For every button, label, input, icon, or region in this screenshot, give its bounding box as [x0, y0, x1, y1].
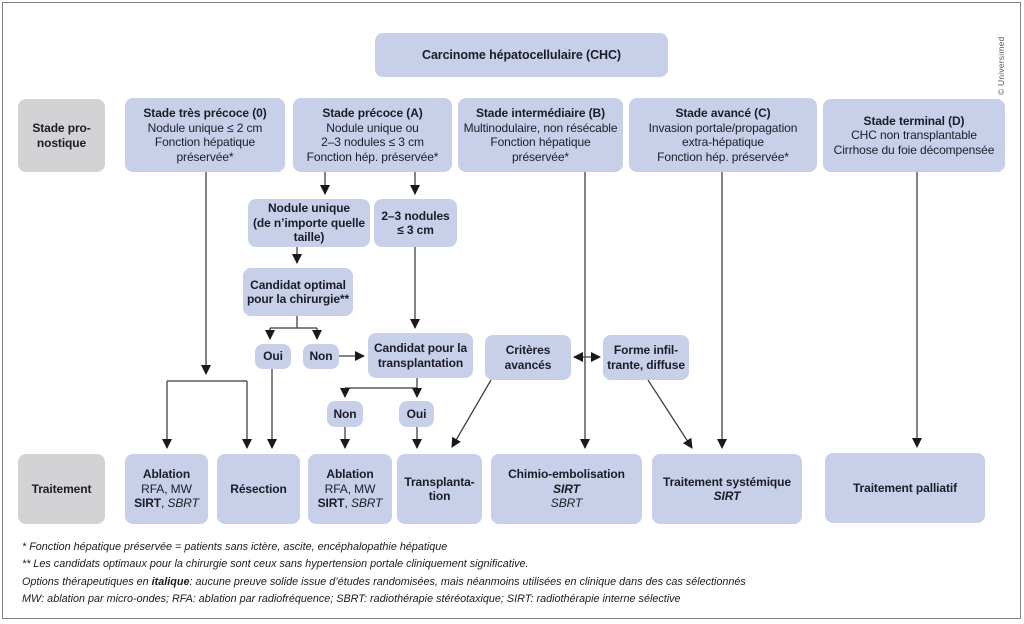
- chc-title-box: Carcinome hépatocellulaire (CHC): [375, 33, 668, 77]
- node-forme-infiltrante: Forme infil-trante, diffuse: [603, 335, 689, 380]
- node-non-chirurgie: Non: [303, 344, 339, 369]
- node-stade-intermediaire-b: Stade intermédiaire (B)Multinodulaire, n…: [458, 98, 623, 172]
- footnotes: * Fonction hépatique préservée = patient…: [22, 541, 746, 606]
- node-stade-avance-c: Stade avancé (C)Invasion portale/propaga…: [629, 98, 817, 172]
- node-stade-tres-precoce-0: Stade très précoce (0)Nodule unique ≤ 2 …: [125, 98, 285, 172]
- node-resection: Résection: [217, 454, 300, 524]
- node-traitement-palliatif: Traitement palliatif: [825, 453, 985, 523]
- node-oui-transplantation: Oui: [399, 401, 434, 427]
- node-transplantation: Transplanta-tion: [397, 454, 482, 524]
- copyright-text: © Universimed: [996, 36, 1006, 95]
- node-2-3-nodules: 2–3 nodules≤ 3 cm: [374, 199, 457, 247]
- node-oui-chirurgie: Oui: [255, 344, 291, 369]
- node-non-transplantation: Non: [327, 401, 363, 427]
- node-stade-terminal-d: Stade terminal (D)CHC non transplantable…: [823, 99, 1005, 172]
- stage-row-label: Stade pro-nostique: [18, 99, 105, 172]
- treatment-row-label: Traitement: [18, 454, 105, 524]
